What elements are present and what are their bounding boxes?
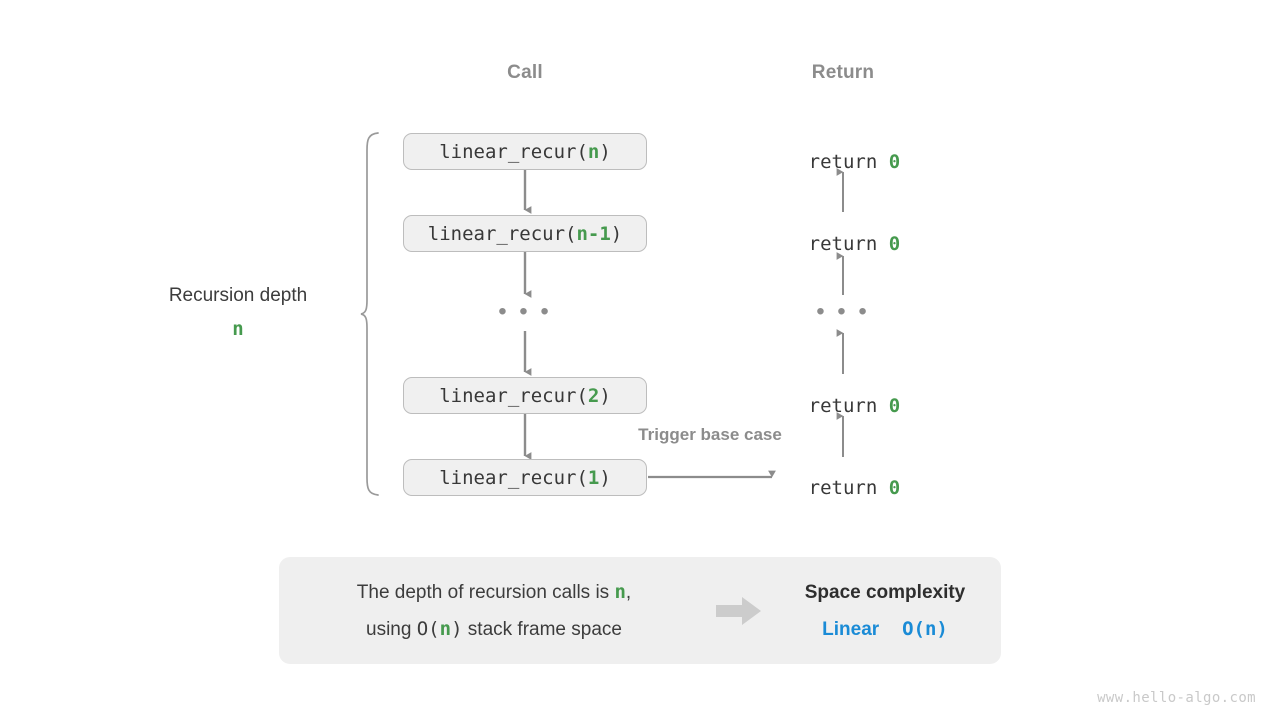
call-box[interactable]: linear_recur(n-1): [403, 215, 647, 252]
site-watermark: www.hello-algo.com: [1097, 690, 1256, 706]
call-box-argument: 1: [587, 466, 600, 489]
space-complexity-title: Space complexity: [804, 581, 966, 603]
recursion-depth-variable: n: [232, 318, 244, 340]
call-box-suffix: ): [599, 466, 611, 489]
summary-line-2: using O(n) stack frame space: [279, 611, 709, 648]
summary-line2-bigo-open: O(: [416, 617, 440, 640]
complexity-word: Linear: [822, 618, 880, 640]
return-label: return 0: [786, 129, 901, 173]
summary-line2-text-c: stack frame space: [462, 618, 622, 640]
return-label: return 0: [786, 373, 901, 417]
call-box-prefix: linear_recur(: [439, 140, 588, 163]
trigger-base-case-label: Trigger base case: [638, 425, 782, 444]
call-ellipsis: • • •: [498, 298, 552, 325]
summary-line2-variable: n: [439, 617, 452, 640]
return-keyword: return: [808, 395, 889, 417]
space-complexity-result: Linear O(n): [769, 611, 1001, 648]
complexity-notation: O(n): [902, 617, 948, 640]
return-ellipsis: • • •: [816, 298, 870, 325]
call-box[interactable]: linear_recur(1): [403, 459, 647, 496]
column-header-return: Return: [811, 62, 875, 83]
return-keyword: return: [808, 151, 889, 173]
summary-explanation: The depth of recursion calls is n, using…: [279, 574, 709, 648]
column-header-call: Call: [507, 62, 543, 83]
return-value: 0: [888, 477, 901, 499]
call-box-argument: n: [587, 140, 600, 163]
call-box-suffix: ): [599, 140, 611, 163]
summary-panel: The depth of recursion calls is n, using…: [279, 557, 1001, 664]
summary-line1-variable: n: [614, 580, 626, 603]
recursion-depth-label: Recursion depth n: [169, 285, 307, 340]
call-box-prefix: linear_recur(: [439, 384, 588, 407]
call-box-argument: n-1: [576, 222, 611, 245]
summary-line-1: The depth of recursion calls is n,: [279, 574, 709, 611]
return-keyword: return: [808, 477, 889, 499]
call-box-prefix: linear_recur(: [427, 222, 577, 245]
summary-line2-text-a: using: [366, 618, 417, 640]
call-box-prefix: linear_recur(: [439, 466, 588, 489]
return-value: 0: [888, 151, 901, 173]
block-arrow-right-icon: [709, 596, 769, 626]
call-box[interactable]: linear_recur(n): [403, 133, 647, 170]
summary-line1-text-b: ,: [625, 581, 632, 603]
summary-conclusion: Space complexity Linear O(n): [769, 574, 1001, 648]
return-value: 0: [888, 233, 901, 255]
recursion-depth-text: Recursion depth: [168, 285, 308, 306]
summary-line2-bigo-close: ): [451, 617, 463, 640]
call-box-suffix: ): [599, 384, 611, 407]
return-label: return 0: [786, 211, 901, 255]
call-box[interactable]: linear_recur(2): [403, 377, 647, 414]
return-label: return 0: [786, 455, 901, 499]
return-value: 0: [888, 395, 901, 417]
call-box-suffix: ): [610, 222, 623, 245]
summary-line1-text-a: The depth of recursion calls is: [356, 581, 615, 603]
recursion-depth-brace: [360, 132, 379, 496]
return-keyword: return: [808, 233, 889, 255]
call-box-argument: 2: [587, 384, 600, 407]
